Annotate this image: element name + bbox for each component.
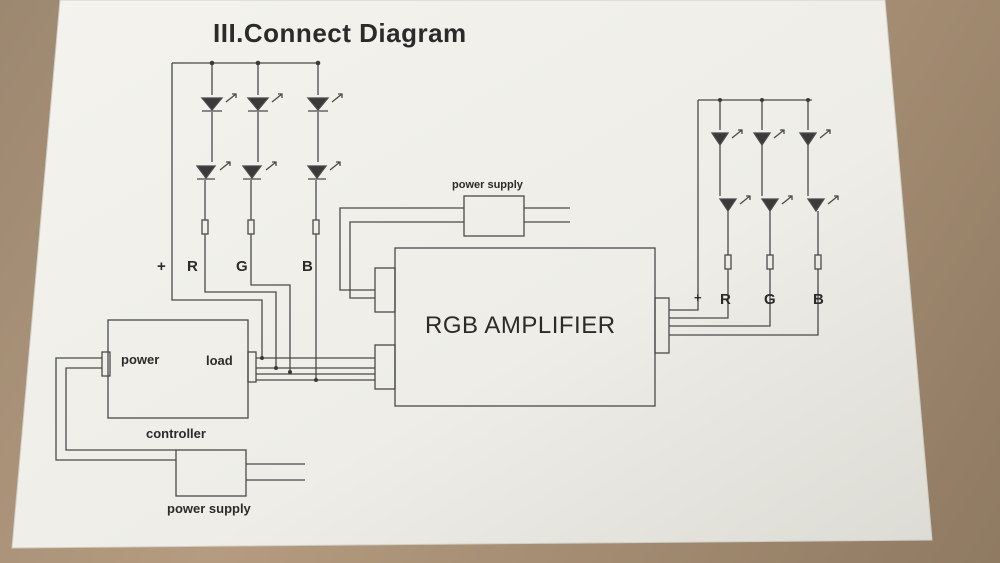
right-b-label: B <box>813 291 824 308</box>
right-b-lead <box>669 269 819 336</box>
junction-dot <box>255 60 261 66</box>
amplifier-power-wire <box>349 221 464 299</box>
diagram-title: III.Connect Diagram <box>213 18 467 48</box>
led-icon <box>200 97 224 112</box>
right-r-label: R <box>720 291 731 308</box>
right-plus-label: + <box>694 290 702 305</box>
led-icon <box>306 97 330 112</box>
paper-sheet <box>11 0 933 549</box>
controller-power-port <box>101 351 111 377</box>
controller-label: controller <box>146 426 206 441</box>
led-icon <box>752 132 772 147</box>
left-b-label: B <box>302 258 313 275</box>
controller-load-port <box>247 351 257 383</box>
junction-dot <box>806 98 810 102</box>
junction-dot <box>288 370 292 374</box>
controller-load-label: load <box>206 353 233 368</box>
led-icon <box>195 165 217 180</box>
led-icon <box>798 132 818 147</box>
left-r-label: R <box>187 258 198 275</box>
right-plus-lead <box>669 100 699 311</box>
amplifier-label: RGB AMPLIFIER <box>425 312 616 339</box>
controller-power-wire <box>55 357 176 461</box>
junction-dot <box>718 98 722 102</box>
top-power-supply-box <box>463 195 525 237</box>
junction-dot <box>314 378 318 382</box>
junction-dot <box>260 356 264 360</box>
led-icon <box>760 198 780 213</box>
led-icon <box>241 165 263 180</box>
mains-wire <box>246 463 305 481</box>
left-r-lead <box>204 234 277 368</box>
junction-dot <box>274 366 278 370</box>
bottom-power-supply-box <box>175 449 247 497</box>
top-power-supply-label: power supply <box>452 179 523 191</box>
led-icon <box>710 132 730 147</box>
led-icon <box>718 198 738 213</box>
junction-dot <box>315 60 321 66</box>
led-icon <box>246 97 270 112</box>
mains-wire <box>524 207 570 223</box>
amplifier-power-wire <box>339 207 464 291</box>
bottom-power-supply-label: power supply <box>167 501 251 516</box>
left-plus-lead <box>171 63 263 358</box>
junction-dot <box>209 60 215 66</box>
controller-power-wire <box>65 367 176 451</box>
right-g-label: G <box>764 291 776 308</box>
right-g-lead <box>669 269 771 327</box>
left-g-label: G <box>236 258 248 275</box>
left-plus-label: + <box>157 258 166 275</box>
right-r-lead <box>669 269 729 319</box>
controller-power-label: power <box>121 352 160 367</box>
amplifier-signal-in-port <box>374 344 396 390</box>
left-g-lead <box>250 234 291 372</box>
junction-dot <box>760 98 764 102</box>
led-icon <box>806 198 826 213</box>
led-icon <box>306 165 328 180</box>
